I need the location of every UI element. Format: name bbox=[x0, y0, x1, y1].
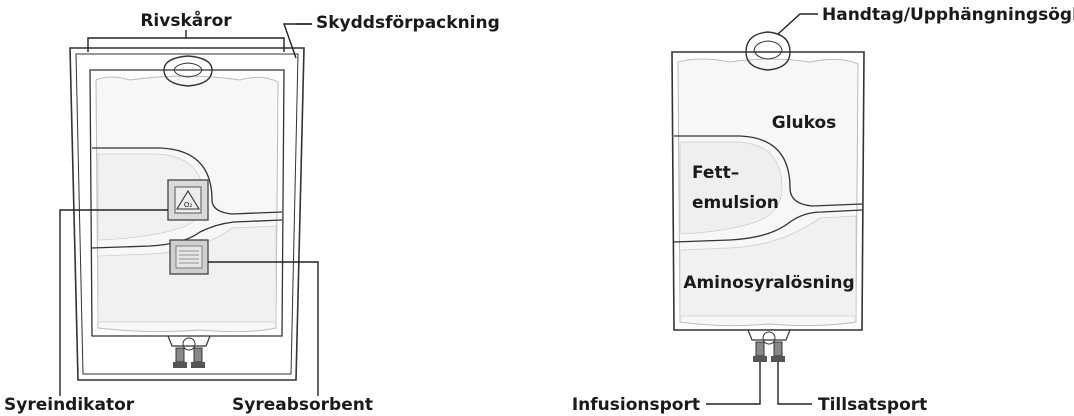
right-chamber-divider-upper bbox=[674, 135, 863, 207]
tear-notches-label: Rivskåror bbox=[140, 9, 232, 31]
indicator-symbol: O₂ bbox=[184, 201, 193, 209]
additive-port-leader bbox=[777, 362, 812, 405]
oxygen-absorber-leader bbox=[208, 261, 319, 396]
oxygen-indicator: O₂ bbox=[167, 179, 209, 221]
right-handle bbox=[745, 31, 791, 71]
infusion-port-leader bbox=[706, 362, 761, 405]
left-chamber-divider-upper bbox=[92, 147, 283, 215]
glucose-label: Glukos bbox=[772, 113, 837, 133]
amino-acid-label: Aminosyralösning bbox=[683, 273, 854, 293]
oxygen-absorber-label: Syreabsorbent bbox=[232, 395, 373, 415]
fat-emulsion-label-line2: emulsion bbox=[692, 193, 779, 213]
right-chamber-divider-lower bbox=[673, 209, 863, 243]
handle-label: Handtag/Upphängningsögla bbox=[822, 5, 1074, 25]
right-ports bbox=[747, 329, 791, 362]
left-chamber-divider-lower bbox=[91, 219, 283, 249]
right-bag-figure: Handtag/Upphängningsögla Glukos Fett– em… bbox=[572, 5, 1074, 415]
oxygen-indicator-label: Syreindikator bbox=[4, 395, 135, 415]
left-handle bbox=[163, 55, 213, 87]
oxygen-indicator-leader bbox=[59, 209, 168, 396]
left-ports bbox=[167, 335, 211, 368]
additive-port-label: Tillsatsport bbox=[818, 395, 927, 415]
fat-emulsion-label-line1: Fett– bbox=[692, 163, 739, 183]
overpouch-leader bbox=[283, 23, 312, 59]
overpouch-outline bbox=[69, 47, 305, 381]
overpouch-inner-outline bbox=[75, 53, 299, 375]
tear-notches-bracket bbox=[87, 37, 285, 52]
overpouch-label: Skyddsförpackning bbox=[316, 13, 500, 33]
left-bag-figure: O₂ Rivskåror Skyddsförpackning Syreindik… bbox=[4, 9, 500, 415]
inner-bag-outline bbox=[89, 69, 285, 337]
handle-leader bbox=[777, 13, 818, 35]
right-bag-outline bbox=[671, 51, 865, 331]
warning-triangle-icon bbox=[176, 189, 200, 210]
infusion-port-label: Infusionsport bbox=[572, 395, 700, 415]
oxygen-absorber bbox=[169, 239, 209, 275]
